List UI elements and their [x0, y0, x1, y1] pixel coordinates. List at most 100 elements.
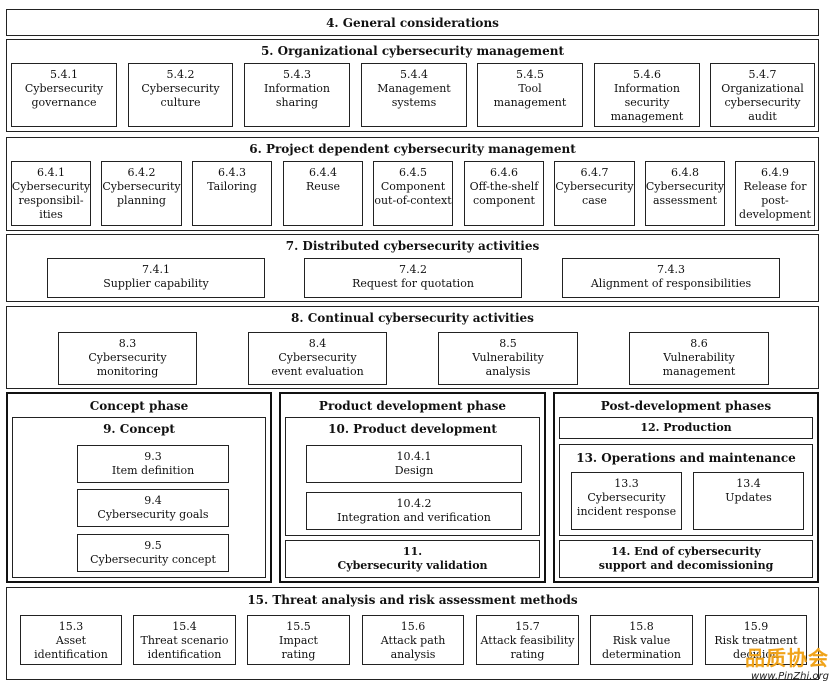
item-label: Management systems — [377, 82, 451, 109]
item-number: 9.4 — [144, 494, 162, 507]
item-label: Cybersecurity planning — [102, 180, 181, 207]
item-number: 6.4.4 — [309, 166, 337, 179]
item-number: 5.4.5 — [516, 68, 544, 81]
item-number: 13.3 — [614, 477, 639, 490]
item-number: 6.4.5 — [399, 166, 427, 179]
item-label: Risk treatment decision — [714, 634, 798, 661]
item-number: 6.4.6 — [490, 166, 518, 179]
item-label: Design — [394, 464, 434, 477]
item-number: 5.4.4 — [400, 68, 428, 81]
end-of-support-label: 14. End of cybersecurity support and dec… — [598, 545, 774, 572]
item-label: Organizational cybersecurity audit — [721, 82, 804, 123]
item-number: 9.3 — [144, 450, 162, 463]
concept-title: 9. Concept — [103, 422, 175, 436]
org-management-title: 5. Organizational cybersecurity manageme… — [260, 44, 565, 58]
item-label: Integration and verification — [337, 511, 491, 524]
item-number: 6.4.1 — [37, 166, 65, 179]
item-label: Cybersecurity governance — [24, 82, 104, 109]
item-number: 8.5 — [499, 337, 517, 350]
item-number: 15.9 — [743, 620, 769, 633]
item-number: 15.4 — [172, 620, 197, 633]
item-label: Cybersecurity culture — [141, 82, 220, 109]
item-number: 6.4.8 — [671, 166, 699, 179]
item-label: Tailoring — [207, 180, 257, 193]
item-label: Item definition — [111, 464, 195, 477]
item-number: 6.4.7 — [580, 166, 609, 179]
watermark-chinese-text: 品质协会 — [745, 646, 829, 670]
item-label: Cybersecurity monitoring — [88, 351, 167, 378]
item-label: Off-the-shelf component — [469, 180, 539, 207]
item-label: Asset identification — [34, 634, 108, 661]
item-number: 15.6 — [400, 620, 426, 633]
item-number: 15.3 — [58, 620, 84, 633]
item-label: Release for post- development — [739, 180, 811, 221]
item-label: Cybersecurity assessment — [645, 180, 725, 207]
item-label: Information sharing — [263, 82, 331, 109]
item-label: Alignment of responsibilities — [590, 277, 752, 290]
item-number: 15.7 — [515, 620, 540, 633]
item-label: Threat scenario identification — [140, 634, 229, 661]
tara-methods-section: 15. Threat analysis and risk assessment … — [6, 587, 819, 680]
item-number: 5.4.2 — [166, 68, 195, 81]
item-label: Cybersecurity goals — [97, 508, 209, 521]
project-management-title: 6. Project dependent cybersecurity manag… — [249, 142, 576, 156]
item-label: Cybersecurity responsibil- ities — [11, 180, 91, 221]
item-label: Updates — [725, 491, 772, 504]
item-number: 8.4 — [308, 337, 327, 350]
product-phase-title: Product development phase — [318, 399, 507, 413]
production-box: 12. Production — [559, 417, 813, 439]
item-number: 5.4.1 — [50, 68, 78, 81]
item-label: Vulnerability management — [662, 351, 736, 378]
item-label: Impact rating — [279, 634, 318, 661]
product-phase-section: Product development phase 10. Product de… — [279, 392, 546, 583]
distributed-activities-title: 7. Distributed cybersecurity activities — [285, 239, 540, 253]
item-number: 15.8 — [629, 620, 654, 633]
operations-maintenance-title: 13. Operations and maintenance — [576, 451, 796, 465]
tara-methods-title: 15. Threat analysis and risk assessment … — [247, 593, 578, 607]
item-number: 7.4.3 — [657, 263, 685, 276]
item-label: Request for quotation — [352, 277, 474, 290]
end-of-support-box: 14. End of cybersecurity support and dec… — [559, 540, 813, 578]
product-development-title: 10. Product development — [328, 422, 497, 436]
post-development-section: Post-development phases 12. Production 1… — [553, 392, 819, 583]
item-number: 5.4.3 — [283, 68, 311, 81]
item-label: Attack feasibility rating — [480, 634, 575, 661]
item-label: Vulnerability analysis — [472, 351, 544, 378]
item-number: 15.5 — [286, 620, 311, 633]
item-label: Cybersecurity event evaluation — [271, 351, 364, 378]
item-number: 8.6 — [690, 337, 708, 350]
item-number: 7.4.2 — [399, 263, 427, 276]
item-number: 5.4.7 — [748, 68, 777, 81]
